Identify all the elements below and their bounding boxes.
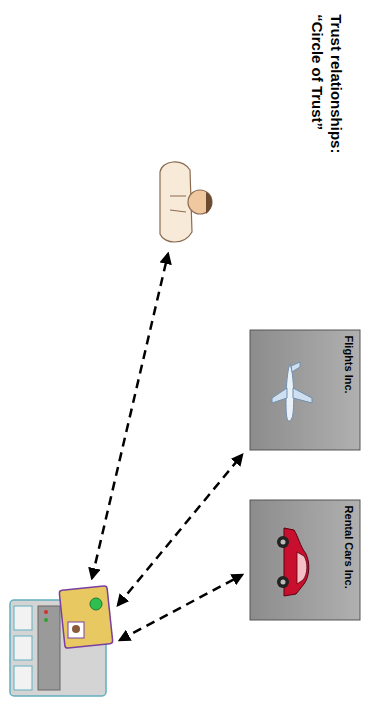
airplane-icon [272, 362, 312, 421]
company-name: Rental Cars Inc. [342, 506, 355, 614]
user-figure [160, 162, 212, 242]
company-box: Rental Cars Inc. [250, 500, 360, 620]
trust-arrows [92, 254, 242, 640]
trust-arrow [92, 254, 168, 578]
company-name: Flights Inc. [342, 336, 355, 444]
company-box [250, 330, 360, 450]
company-box: Flights Inc. [250, 330, 360, 450]
car-icon [277, 528, 309, 596]
diagram-title: Trust relationships: “Circle of Trust” [307, 15, 345, 190]
server-icon [10, 586, 113, 696]
trust-arrow [120, 575, 242, 640]
company-box [250, 500, 360, 620]
trust-arrow [118, 455, 242, 605]
